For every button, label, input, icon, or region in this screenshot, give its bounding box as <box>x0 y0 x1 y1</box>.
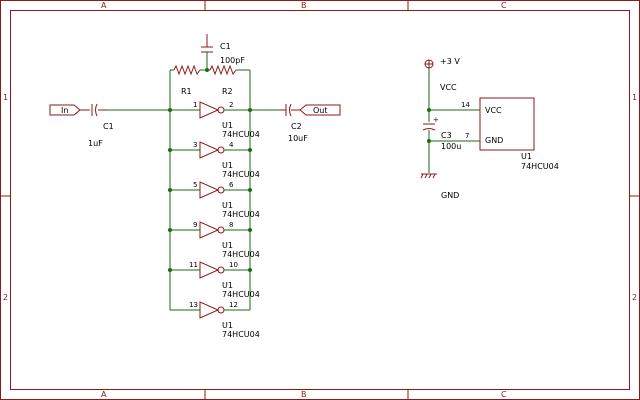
inverter-1: 1 2 U1 74HCU04 <box>168 101 260 139</box>
inverter-4: 9 8 U1 74HCU04 <box>168 221 260 259</box>
inverter-3-value: 74HCU04 <box>222 210 260 219</box>
ground-symbol: GND <box>420 173 459 200</box>
frame-row-2-left: 2 <box>3 293 8 302</box>
frame-col-b-bottom: B <box>301 390 307 399</box>
c3-value: 100u <box>441 142 461 151</box>
c1-ref: C1 <box>103 122 114 131</box>
output-port-label: Out <box>313 106 328 115</box>
frame-col-c-top: C <box>501 1 507 10</box>
c1-feedback-value: 100pF <box>220 56 245 65</box>
frame-row-2-right: 2 <box>632 293 637 302</box>
inverter-1-pin-in: 1 <box>193 101 197 109</box>
inverter-3-pin-out: 6 <box>229 181 234 189</box>
inverter-1-value: 74HCU04 <box>222 130 260 139</box>
u1-power-ref: U1 <box>521 152 532 161</box>
capacitor-c1: C1 1uF <box>88 103 114 148</box>
input-port: In <box>49 104 90 116</box>
resistor-r2 <box>209 64 237 76</box>
frame-col-c-bottom: C <box>501 390 507 399</box>
r2-ref: R2 <box>222 87 233 96</box>
u1-power-block: 14 7 VCC GND U1 74HCU04 <box>461 97 559 171</box>
inverter-6-pin-out: 12 <box>229 301 238 309</box>
frame-col-a-top: A <box>101 1 107 10</box>
u1-vcc-pin: VCC <box>485 106 502 115</box>
c2-value: 10uF <box>288 134 308 143</box>
svg-text:+: + <box>433 116 439 124</box>
vcc-net-label: VCC <box>440 83 457 92</box>
inverter-6-ref: U1 <box>222 321 233 330</box>
inverter-3-pin-in: 5 <box>193 181 197 189</box>
inverter-5-pin-in: 11 <box>189 261 198 269</box>
output-port: Out <box>299 104 341 116</box>
inverter-1-ref: U1 <box>222 121 233 130</box>
inverter-2: 3 4 U1 74HCU04 <box>168 141 260 179</box>
frame-row-1-right: 1 <box>632 93 637 102</box>
frame-col-b-top: B <box>301 1 307 10</box>
c1-value: 1uF <box>88 139 103 148</box>
inverter-2-pin-in: 3 <box>193 141 197 149</box>
u1-gnd-pin-num: 7 <box>465 132 469 140</box>
u1-power-value: 74HCU04 <box>521 162 559 171</box>
inverter-5-value: 74HCU04 <box>222 290 260 299</box>
inverter-4-value: 74HCU04 <box>222 250 260 259</box>
inverter-5: 11 10 U1 74HCU04 <box>168 261 260 299</box>
inverter-4-pin-out: 8 <box>229 221 233 229</box>
inverter-5-pin-out: 10 <box>229 261 238 269</box>
inverter-1-pin-out: 2 <box>229 101 233 109</box>
frame-col-a-bottom: A <box>101 390 107 399</box>
inverter-4-ref: U1 <box>222 241 233 250</box>
frame-row-1-left: 1 <box>3 93 8 102</box>
inverter-3-ref: U1 <box>222 201 233 210</box>
resistor-r1 <box>173 64 201 76</box>
inverter-2-ref: U1 <box>222 161 233 170</box>
inverter-2-pin-out: 4 <box>229 141 234 149</box>
input-port-label: In <box>61 106 68 115</box>
capacitor-c3: + C3 100u <box>422 116 461 151</box>
supply-label: +3 V <box>440 57 460 66</box>
inverter-4-pin-in: 9 <box>193 221 197 229</box>
r1-ref: R1 <box>181 87 192 96</box>
u1-vcc-pin-num: 14 <box>461 101 470 109</box>
inverter-3: 5 6 U1 74HCU04 <box>168 181 260 219</box>
inverter-5-ref: U1 <box>222 281 233 290</box>
inverter-6-value: 74HCU04 <box>222 330 260 339</box>
c3-ref: C3 <box>441 131 452 140</box>
inverter-6: 13 12 U1 74HCU04 <box>170 301 260 339</box>
c2-ref: C2 <box>291 122 302 131</box>
capacitor-c2: C2 10uF <box>280 103 308 143</box>
c1-feedback-ref: C1 <box>220 42 231 51</box>
feedback-network: C1 100pF R1 R2 <box>169 34 251 110</box>
u1-gnd-pin: GND <box>485 136 503 145</box>
power-supply: +3 V VCC <box>424 57 460 110</box>
inverter-2-value: 74HCU04 <box>222 170 260 179</box>
gnd-net-label: GND <box>441 191 459 200</box>
inverter-6-pin-in: 13 <box>189 301 198 309</box>
